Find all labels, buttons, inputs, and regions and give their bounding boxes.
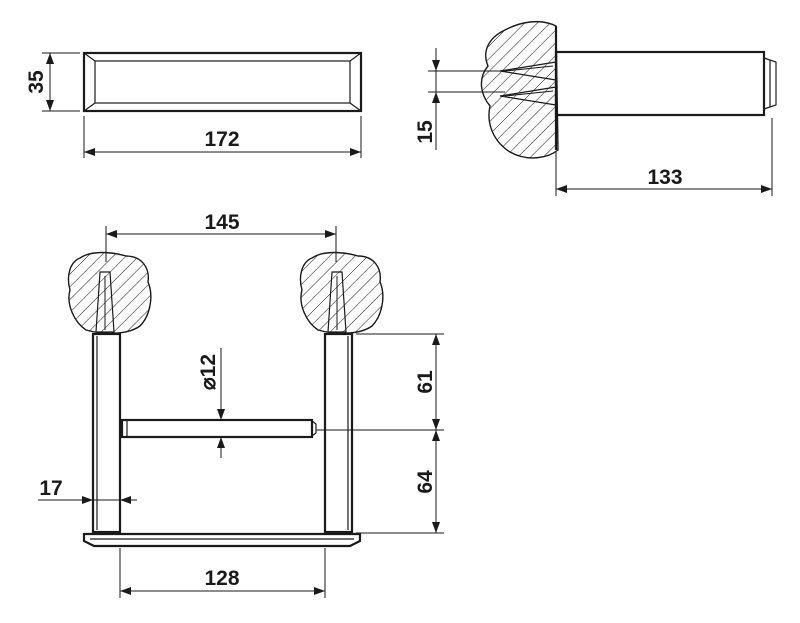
base-plate xyxy=(82,532,362,548)
front-bar-view xyxy=(82,51,363,113)
right-wall-section xyxy=(299,251,384,334)
dimension-133: 133 xyxy=(555,118,773,196)
dimension-35: 35 xyxy=(25,52,80,112)
dimension-172: 172 xyxy=(83,116,362,158)
dim-label-35: 35 xyxy=(25,70,48,94)
posts xyxy=(91,332,354,534)
dim-label-15: 15 xyxy=(414,120,437,144)
left-wall-section xyxy=(67,251,152,334)
side-view xyxy=(480,20,777,159)
dimension-15: 15 xyxy=(414,48,505,150)
dimension-145: 145 xyxy=(105,211,337,262)
roll-rod xyxy=(120,418,317,439)
dimension-diameter-12: ⌀12 xyxy=(197,348,225,458)
dim-label-172: 172 xyxy=(204,128,239,151)
dim-label-61: 61 xyxy=(414,370,437,394)
dim-label-diameter-12: ⌀12 xyxy=(197,354,220,390)
dimension-61-64: 61 64 xyxy=(316,333,444,534)
dim-label-133: 133 xyxy=(647,166,682,189)
dim-label-17: 17 xyxy=(39,477,62,500)
dimension-17: 17 xyxy=(38,477,137,504)
dim-label-64: 64 xyxy=(414,470,437,494)
dim-label-128: 128 xyxy=(204,567,239,590)
dimension-128: 128 xyxy=(119,548,326,598)
dim-label-145: 145 xyxy=(204,211,239,234)
